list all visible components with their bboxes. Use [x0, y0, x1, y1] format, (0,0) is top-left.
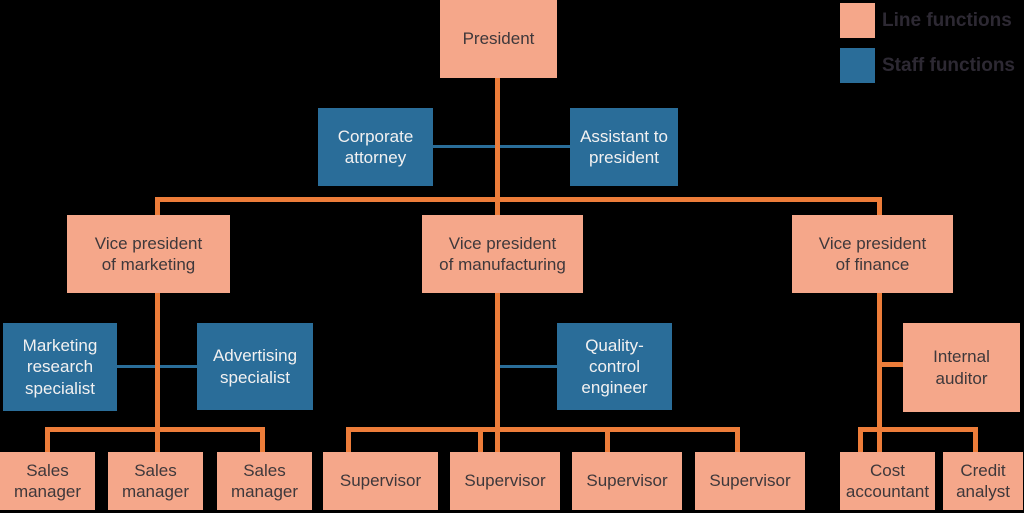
node-supervisor-1: Supervisor [323, 452, 438, 510]
connector-supervisor-drop-2 [478, 427, 483, 455]
connector-cost-accountant-drop [858, 427, 863, 455]
connector-sales-drop-3 [260, 427, 265, 455]
node-supervisor-2: Supervisor [450, 452, 560, 510]
connector-finance-bottom-horizontal [858, 427, 978, 432]
connector-marketing-branch [155, 293, 160, 455]
node-quality-control-engineer: Quality- control engineer [557, 323, 672, 410]
node-vp-marketing: Vice president of marketing [67, 215, 230, 293]
node-supervisor-4: Supervisor [695, 452, 805, 510]
legend-line-label: Line functions [882, 10, 1012, 31]
legend-staff-swatch [840, 48, 875, 83]
connector-manufacturing-branch [495, 293, 500, 455]
connector-vp-finance-drop [877, 197, 882, 215]
connector-staff-quality-control [497, 365, 557, 368]
connector-supervisor-drop-3 [605, 427, 610, 455]
node-president: President [440, 0, 557, 78]
legend-staff-label: Staff functions [882, 55, 1015, 76]
connector-sales-drop-1 [45, 427, 50, 455]
connector-supervisor-horizontal [346, 427, 740, 432]
node-sales-manager-2: Sales manager [108, 452, 203, 510]
node-sales-manager-1: Sales manager [0, 452, 95, 510]
connector-president-drop [495, 78, 500, 215]
connector-supervisor-drop-1 [346, 427, 351, 455]
node-vp-manufacturing: Vice president of manufacturing [422, 215, 583, 293]
node-internal-auditor: Internal auditor [903, 323, 1020, 412]
connector-internal-auditor [880, 362, 905, 367]
node-marketing-research-specialist: Marketing research specialist [3, 323, 117, 411]
node-cost-accountant: Cost accountant [840, 452, 935, 510]
node-advertising-specialist: Advertising specialist [197, 323, 313, 410]
legend-line-swatch [840, 3, 875, 38]
connector-supervisor-drop-4 [735, 427, 740, 455]
connector-staff-president-row [433, 145, 570, 148]
connector-vp-marketing-drop [155, 197, 160, 215]
node-sales-manager-3: Sales manager [217, 452, 312, 510]
connector-finance-branch [877, 293, 882, 455]
connector-sales-horizontal [45, 427, 265, 432]
node-assistant-to-president: Assistant to president [570, 108, 678, 186]
node-corporate-attorney: Corporate attorney [318, 108, 433, 186]
connector-vp-horizontal [155, 197, 882, 202]
node-credit-analyst: Credit analyst [943, 452, 1023, 510]
node-supervisor-3: Supervisor [572, 452, 682, 510]
connector-credit-analyst-drop [973, 427, 978, 455]
node-vp-finance: Vice president of finance [792, 215, 953, 293]
